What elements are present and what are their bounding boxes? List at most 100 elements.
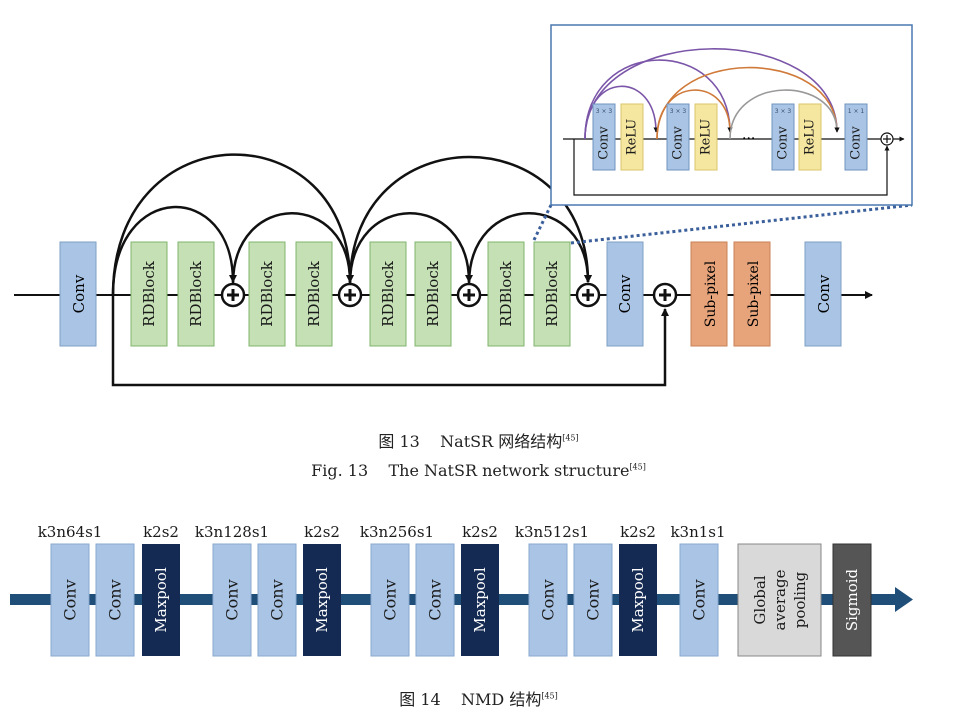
- fig13-rdblock-3: [248, 241, 286, 347]
- inset-conv-label: Conv: [849, 126, 864, 160]
- fig14-maxpool-label: Maxpool: [471, 567, 489, 632]
- fig14-maxpool-label: Maxpool: [629, 567, 647, 632]
- fig14-top-label-2: k2s2: [143, 523, 179, 541]
- fig14-top-label-5: k3n256s1: [360, 523, 434, 541]
- fig14-maxpool-block-6: [303, 544, 341, 656]
- fig13-zoom-line-left: [532, 204, 553, 241]
- fig14-conv-label: Conv: [106, 579, 125, 620]
- fig14-top-label-7: k3n512s1: [515, 523, 589, 541]
- fig13-rdblock-label: RDBlock: [258, 260, 276, 327]
- fig14-caption: 图 14 NMD 结构[45]: [399, 690, 558, 709]
- fig13-subpixel-label-1: Sub-pixel: [703, 260, 719, 327]
- fig14-conv-block-4: [212, 543, 252, 657]
- fig14-top-labels: k3n64s1 k2s2 k3n128s1 k2s2 k3n256s1 k2s2 k3n51…: [38, 523, 726, 541]
- fig13-arc-6: [348, 155, 592, 285]
- fig13-conv-mid-label: Conv: [616, 274, 634, 313]
- inset-arc-purple-2: [584, 59, 733, 140]
- fig13-conv-out-block: [804, 241, 842, 347]
- fig14-gap-label-line: Global: [751, 575, 769, 624]
- fig14-conv-block-13: [679, 543, 719, 657]
- fig14-top-label-6: k2s2: [462, 523, 498, 541]
- inset-conv-label: Conv: [776, 126, 791, 160]
- fig13-arc-3: [348, 212, 473, 285]
- fig13-rdblock-1: [130, 241, 168, 347]
- inset-arc-orange-2: [656, 66, 840, 140]
- fig13-plus-sign: [463, 289, 475, 301]
- fig14-maxpool-label: Maxpool: [152, 567, 170, 632]
- fig14-conv-label: Conv: [539, 579, 558, 620]
- inset-arc-purple-3: [584, 48, 840, 140]
- inset-kernel-label: 3 × 3: [596, 108, 613, 115]
- fig13-conv-mid-block: [606, 241, 644, 347]
- inset-kernel-label: 3 × 3: [775, 108, 792, 115]
- fig13-subpixel-label-2: Sub-pixel: [746, 260, 762, 327]
- fig14-maxpool-block-9: [461, 544, 499, 656]
- fig13-rdblock-7: [487, 241, 525, 347]
- fig14-maxpool-label: Maxpool: [313, 567, 331, 632]
- fig13-conv-in-block: [59, 241, 97, 347]
- fig14-conv-block-10: [528, 543, 568, 657]
- fig13-rdblock-2: [177, 241, 215, 347]
- inset-relu-label: ReLU: [699, 119, 714, 155]
- fig13-rdblock-label: RDBlock: [424, 260, 442, 327]
- fig13-plus-sign: [227, 289, 239, 301]
- inset-conv-block-7: [844, 103, 868, 171]
- fig13-rdblock-inset: 3 × 3 Conv ReLU 3 × 3 Conv ReLU 3 × 3 Conv ReLU 1…: [550, 24, 913, 206]
- inset-plus-sign: [883, 135, 891, 143]
- inset-relu-block-4: [694, 103, 718, 171]
- inset-conv-block-5: [771, 103, 795, 171]
- inset-blocks: 3 × 3 Conv ReLU 3 × 3 Conv ReLU 3 × 3 Conv ReLU 1…: [592, 103, 868, 171]
- fig14-sigmoid-block: [832, 543, 872, 657]
- inset-arc-gray: [729, 89, 840, 140]
- fig13-rdblock-label: RDBlock: [187, 260, 205, 327]
- fig14-conv-label: Conv: [268, 579, 287, 620]
- fig13-skip-arcs: [111, 153, 592, 296]
- fig14-conv-block-7: [370, 543, 410, 657]
- fig14-conv-label: Conv: [381, 579, 400, 620]
- fig13-conv-in-label: Conv: [70, 274, 88, 313]
- fig13-subpixel-block-1: [690, 241, 728, 347]
- fig13-conv-out-label: Conv: [815, 274, 833, 313]
- fig13-rdblock-group: RDBlock RDBlock RDBlock RDBlock RDBlock RDBlo…: [130, 241, 571, 347]
- fig14-sigmoid-label: Sigmoid: [843, 568, 861, 631]
- fig13-rdblock-label: RDBlock: [379, 260, 397, 327]
- inset-relu-label: ReLU: [803, 119, 818, 155]
- fig14-conv-block-8: [415, 543, 455, 657]
- inset-relu-label: ReLU: [625, 119, 640, 155]
- fig13-plus-sign: [659, 289, 671, 301]
- fig14-gap-label-line: pooling: [791, 571, 809, 628]
- inset-kernel-label: 3 × 3: [670, 108, 687, 115]
- fig14-conv-label: Conv: [426, 579, 445, 620]
- inset-relu-block-2: [620, 103, 644, 171]
- fig13-plus-group: [220, 282, 678, 308]
- fig14-maxpool-block-3: [142, 544, 180, 656]
- fig14-maxpool-block-12: [619, 544, 657, 656]
- inset-dense-arcs: [584, 48, 840, 140]
- fig14-conv-label: Conv: [223, 579, 242, 620]
- fig13-plus-sign: [344, 289, 356, 301]
- fig13-rdblock-8: [533, 241, 571, 347]
- fig14-global-average-pooling-block: [737, 543, 822, 657]
- fig13-rdblock-label: RDBlock: [497, 260, 515, 327]
- fig13-rdblock-label: RDBlock: [305, 260, 323, 327]
- fig14-top-label-9: k3n1s1: [670, 523, 725, 541]
- inset-conv-label: Conv: [671, 126, 686, 160]
- inset-ellipsis: ···: [742, 131, 755, 147]
- fig13-rdblock-label: RDBlock: [140, 260, 158, 327]
- inset-kernel-label: 1 × 1: [848, 108, 865, 115]
- fig13-caption-en: Fig. 13 The NatSR network structure[45]: [311, 461, 646, 480]
- fig13-zoom-line-right: [570, 203, 913, 245]
- fig14-top-label-1: k3n64s1: [38, 523, 103, 541]
- fig14-nmd-diagram: Conv Conv Maxpool Conv Conv Maxpool Conv Conv Ma…: [10, 523, 913, 657]
- inset-skip-loop: [573, 139, 890, 196]
- fig13-rdblock-4: [295, 241, 333, 347]
- fig14-top-label-3: k3n128s1: [195, 523, 269, 541]
- fig13-arc-5: [111, 153, 354, 296]
- fig14-conv-block-2: [95, 543, 135, 657]
- fig14-top-label-4: k2s2: [304, 523, 340, 541]
- fig13-arc-1: [111, 205, 237, 296]
- fig14-conv-block-5: [257, 543, 297, 657]
- fig13-global-skip: [111, 295, 669, 387]
